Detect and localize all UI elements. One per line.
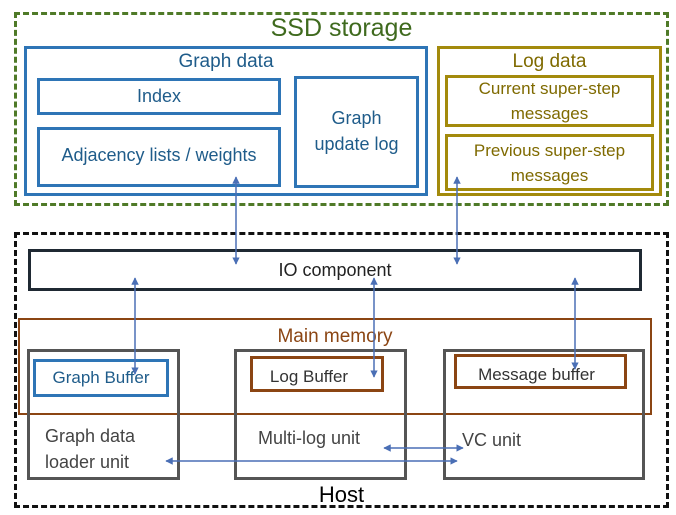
main-memory-title: Main memory	[277, 326, 393, 347]
ssd-storage-title: SSD storage	[270, 14, 413, 42]
io-component-label: IO component	[278, 260, 392, 280]
previous-superstep-box	[445, 134, 654, 191]
graph-update-log-box	[294, 76, 419, 188]
index-box	[37, 78, 281, 115]
graph-loader-unit-label-line1: Graph data	[45, 426, 136, 446]
graph-data-title: Graph data	[178, 51, 274, 72]
multi-log-unit-label: Multi-log unit	[258, 428, 361, 448]
current-superstep-label-line2: messages	[510, 104, 589, 123]
current-superstep-box	[445, 75, 654, 127]
log-buffer-box	[250, 356, 384, 392]
log-data-title: Log data	[512, 51, 587, 72]
multi-log-unit-box	[234, 349, 407, 480]
log-buffer-label: Log Buffer	[269, 367, 349, 386]
host-box	[14, 232, 669, 508]
ssd-storage-box	[14, 12, 669, 206]
message-buffer-box	[454, 354, 627, 389]
vc-unit-box	[443, 349, 645, 480]
graph-update-log-label-line2: update log	[314, 134, 399, 154]
log-data-box	[437, 46, 662, 196]
index-label: Index	[136, 86, 182, 106]
vc-unit-label: VC unit	[462, 430, 522, 450]
host-title: Host	[318, 482, 365, 507]
previous-superstep-label-line1: Previous super-step	[473, 141, 626, 160]
graph-update-log-label-line1: Graph	[331, 108, 382, 128]
main-memory-box	[18, 318, 652, 415]
graph-buffer-box	[33, 359, 169, 397]
message-buffer-label: Message buffer	[478, 365, 595, 384]
graph-loader-unit-label-line2: loader unit	[45, 452, 130, 472]
adjacency-box	[37, 127, 281, 187]
graph-loader-unit-box	[27, 349, 180, 480]
io-component-box	[28, 249, 642, 291]
adjacency-label: Adjacency lists / weights	[61, 145, 257, 165]
previous-superstep-label-line2: messages	[510, 166, 589, 185]
graph-buffer-label: Graph Buffer	[52, 368, 150, 387]
graph-data-box	[24, 46, 428, 196]
current-superstep-label-line1: Current super-step	[478, 79, 621, 98]
